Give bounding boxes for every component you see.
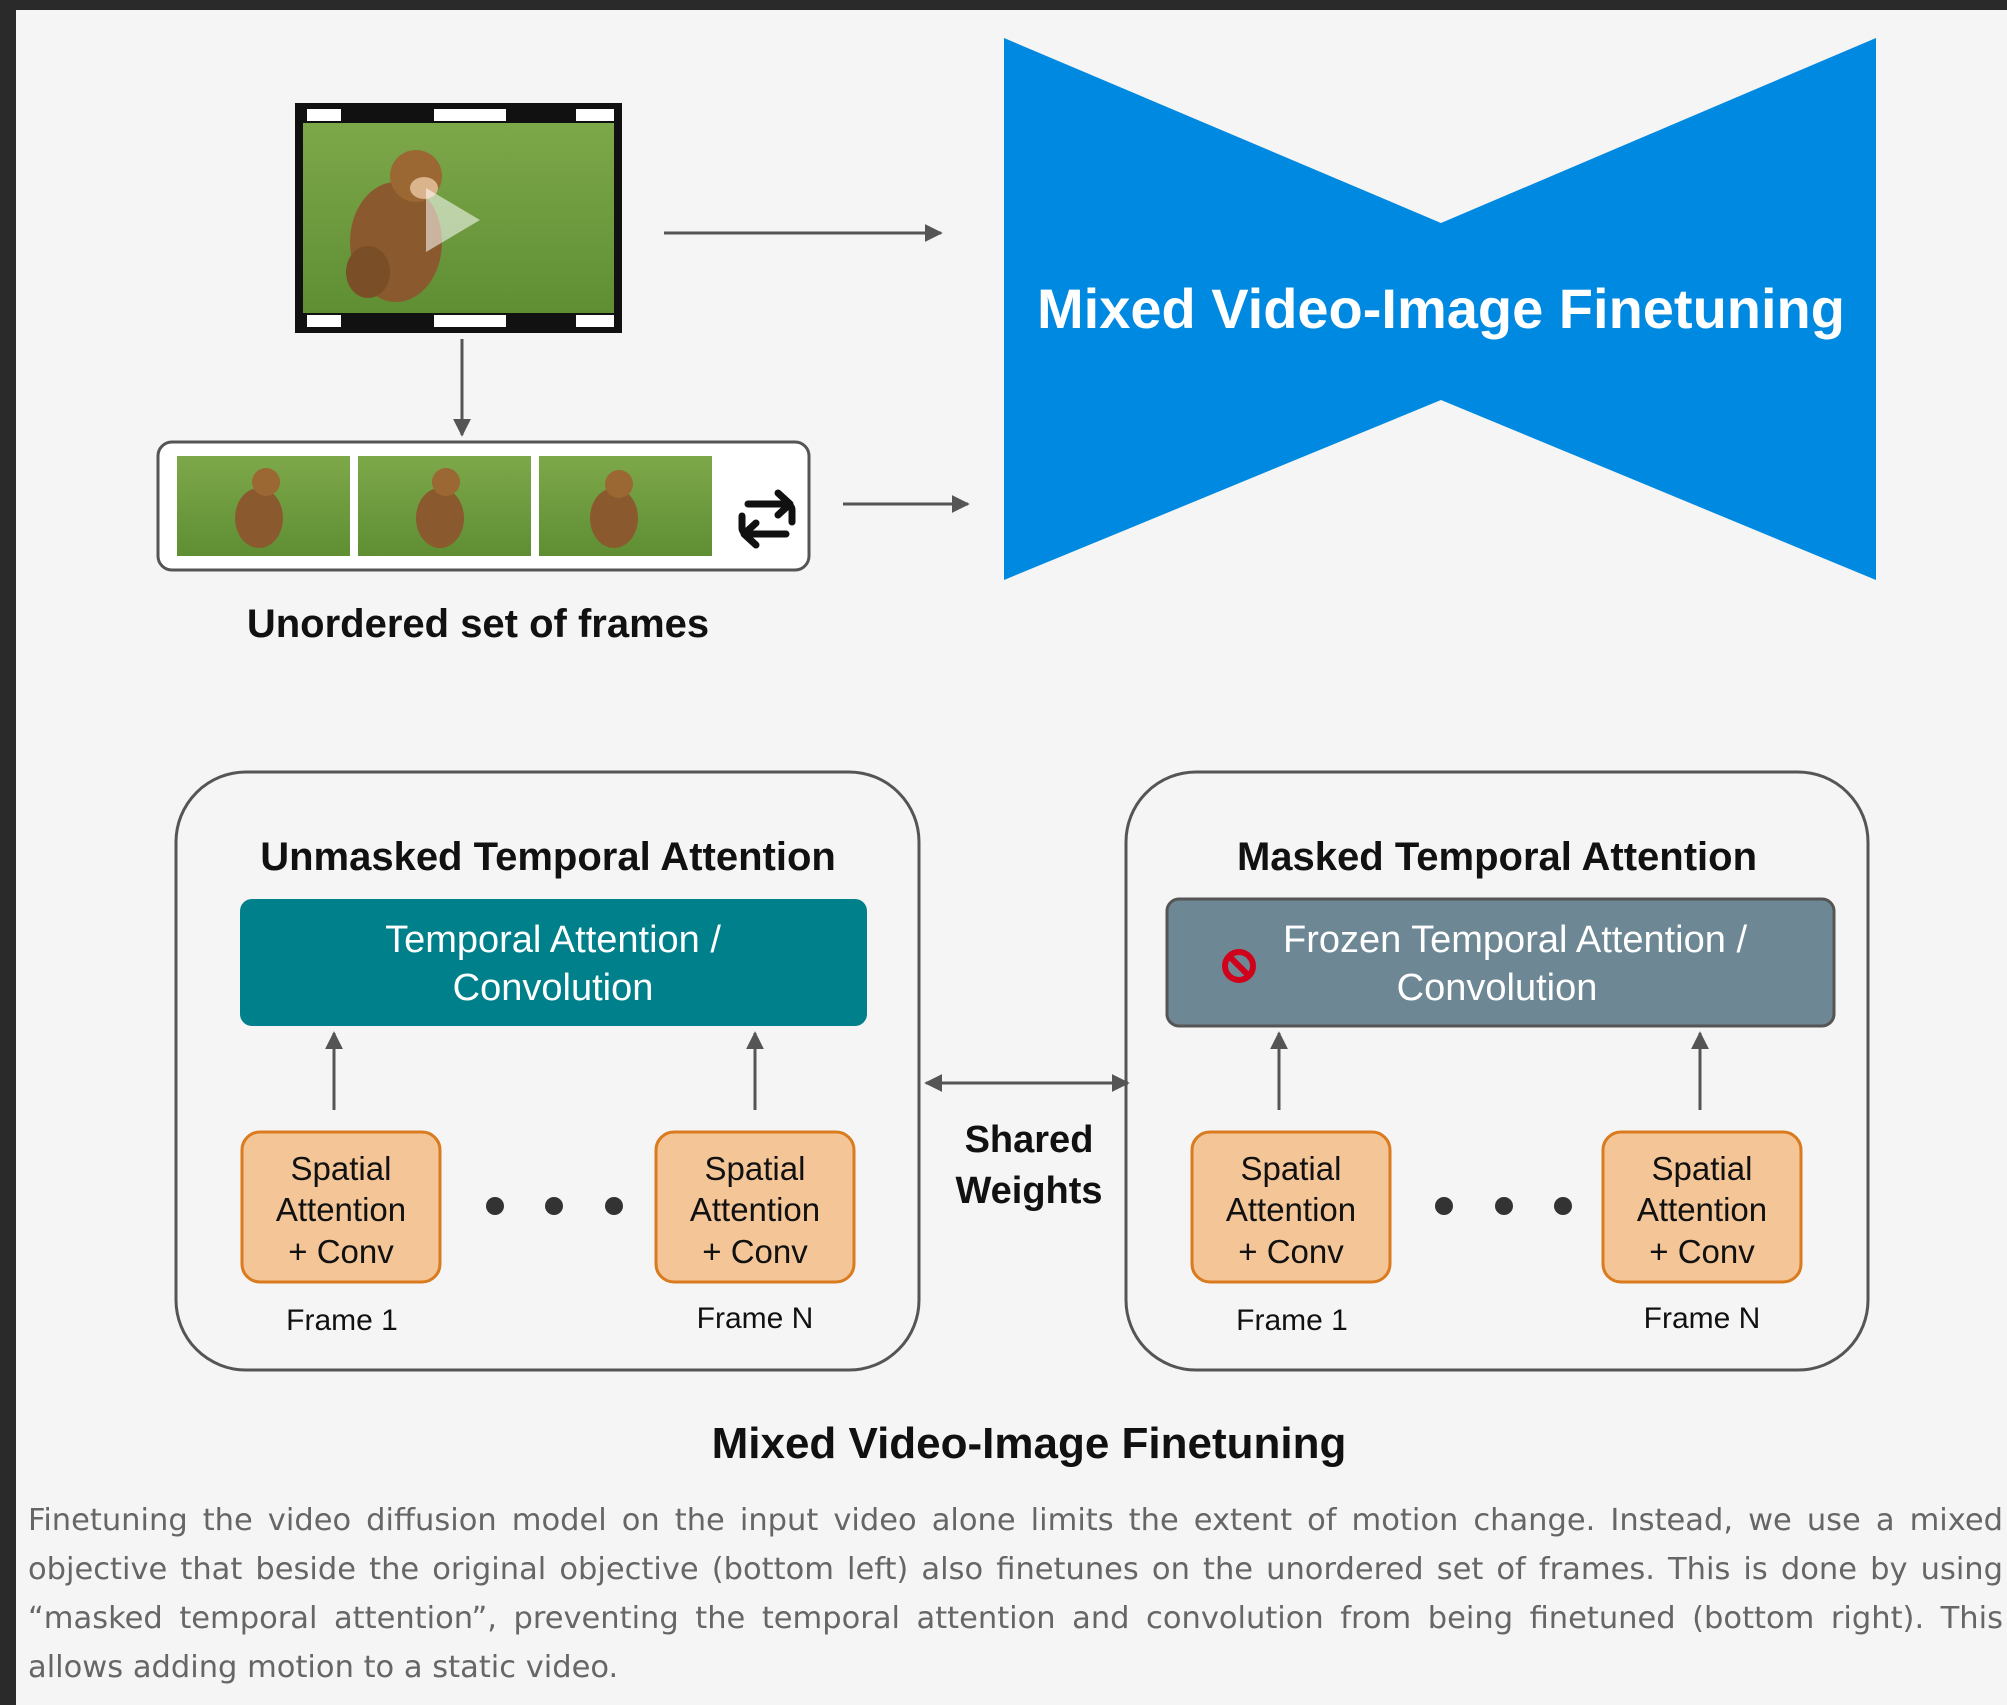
video-thumbnail[interactable] <box>295 103 622 333</box>
figure-title: Mixed Video-Image Finetuning <box>712 1419 1347 1468</box>
frame-n-label: Frame N <box>697 1302 814 1335</box>
spatial-line3: + Conv <box>702 1233 808 1270</box>
temporal-block-line2: Convolution <box>453 967 654 1009</box>
shared-weights-line2: Weights <box>955 1170 1102 1212</box>
model-funnel-shape <box>1004 38 1876 580</box>
loop-icon[interactable] <box>738 489 796 549</box>
ellipsis-dots <box>486 1197 623 1215</box>
frame-1-label: Frame 1 <box>286 1304 398 1337</box>
spatial-line3: + Conv <box>1649 1233 1755 1270</box>
figure-page: Unordered set of frames Mixed Video-Imag… <box>16 10 2007 1705</box>
spatial-line1: Spatial <box>705 1150 806 1187</box>
spatial-line2: Attention <box>690 1191 820 1228</box>
frozen-block-line2: Convolution <box>1397 967 1598 1009</box>
masked-panel-title: Masked Temporal Attention <box>1237 835 1757 879</box>
frame-1-label: Frame 1 <box>1236 1304 1348 1337</box>
spatial-block-frame-1: Spatial Attention + Conv <box>1190 1130 1392 1284</box>
figure-caption: Finetuning the video diffusion model on … <box>28 1503 2003 1685</box>
spatial-line2: Attention <box>1637 1191 1767 1228</box>
spatial-line1: Spatial <box>1652 1150 1753 1187</box>
frozen-block-line1: Frozen Temporal Attention / <box>1283 919 1747 961</box>
spatial-block-frame-1: Spatial Attention + Conv <box>240 1130 442 1284</box>
frame-thumb-3 <box>539 456 712 556</box>
spatial-line2: Attention <box>1226 1191 1356 1228</box>
spatial-block-frame-n: Spatial Attention + Conv <box>654 1130 856 1284</box>
play-icon[interactable] <box>426 188 480 252</box>
frames-label: Unordered set of frames <box>247 602 709 646</box>
shared-weights-line1: Shared <box>965 1119 1094 1161</box>
diagram-canvas: Unordered set of frames Mixed Video-Imag… <box>156 38 1876 1468</box>
frame-n-label: Frame N <box>1644 1302 1761 1335</box>
unmasked-panel-title: Unmasked Temporal Attention <box>260 835 836 879</box>
spatial-line1: Spatial <box>1241 1150 1342 1187</box>
temporal-attention-block: Temporal Attention / Convolution <box>240 899 867 1026</box>
spatial-line3: + Conv <box>288 1233 394 1270</box>
spatial-block-frame-n: Spatial Attention + Conv <box>1601 1130 1803 1284</box>
spatial-line3: + Conv <box>1238 1233 1344 1270</box>
unmasked-panel: Unmasked Temporal Attention Temporal Att… <box>174 770 921 1372</box>
spatial-line2: Attention <box>276 1191 406 1228</box>
frames-strip <box>156 440 811 572</box>
frozen-temporal-block: Frozen Temporal Attention / Convolution <box>1165 897 1836 1028</box>
forbidden-icon <box>1222 949 1256 983</box>
frame-thumb-1 <box>177 456 350 556</box>
masked-panel: Masked Temporal Attention Frozen Tempora… <box>1124 770 1870 1372</box>
funnel-title: Mixed Video-Image Finetuning <box>1037 277 1845 340</box>
frame-thumb-2 <box>358 456 531 556</box>
spatial-line1: Spatial <box>291 1150 392 1187</box>
ellipsis-dots <box>1435 1197 1572 1215</box>
monkey-image <box>346 150 442 302</box>
temporal-block-line1: Temporal Attention / <box>385 919 721 961</box>
